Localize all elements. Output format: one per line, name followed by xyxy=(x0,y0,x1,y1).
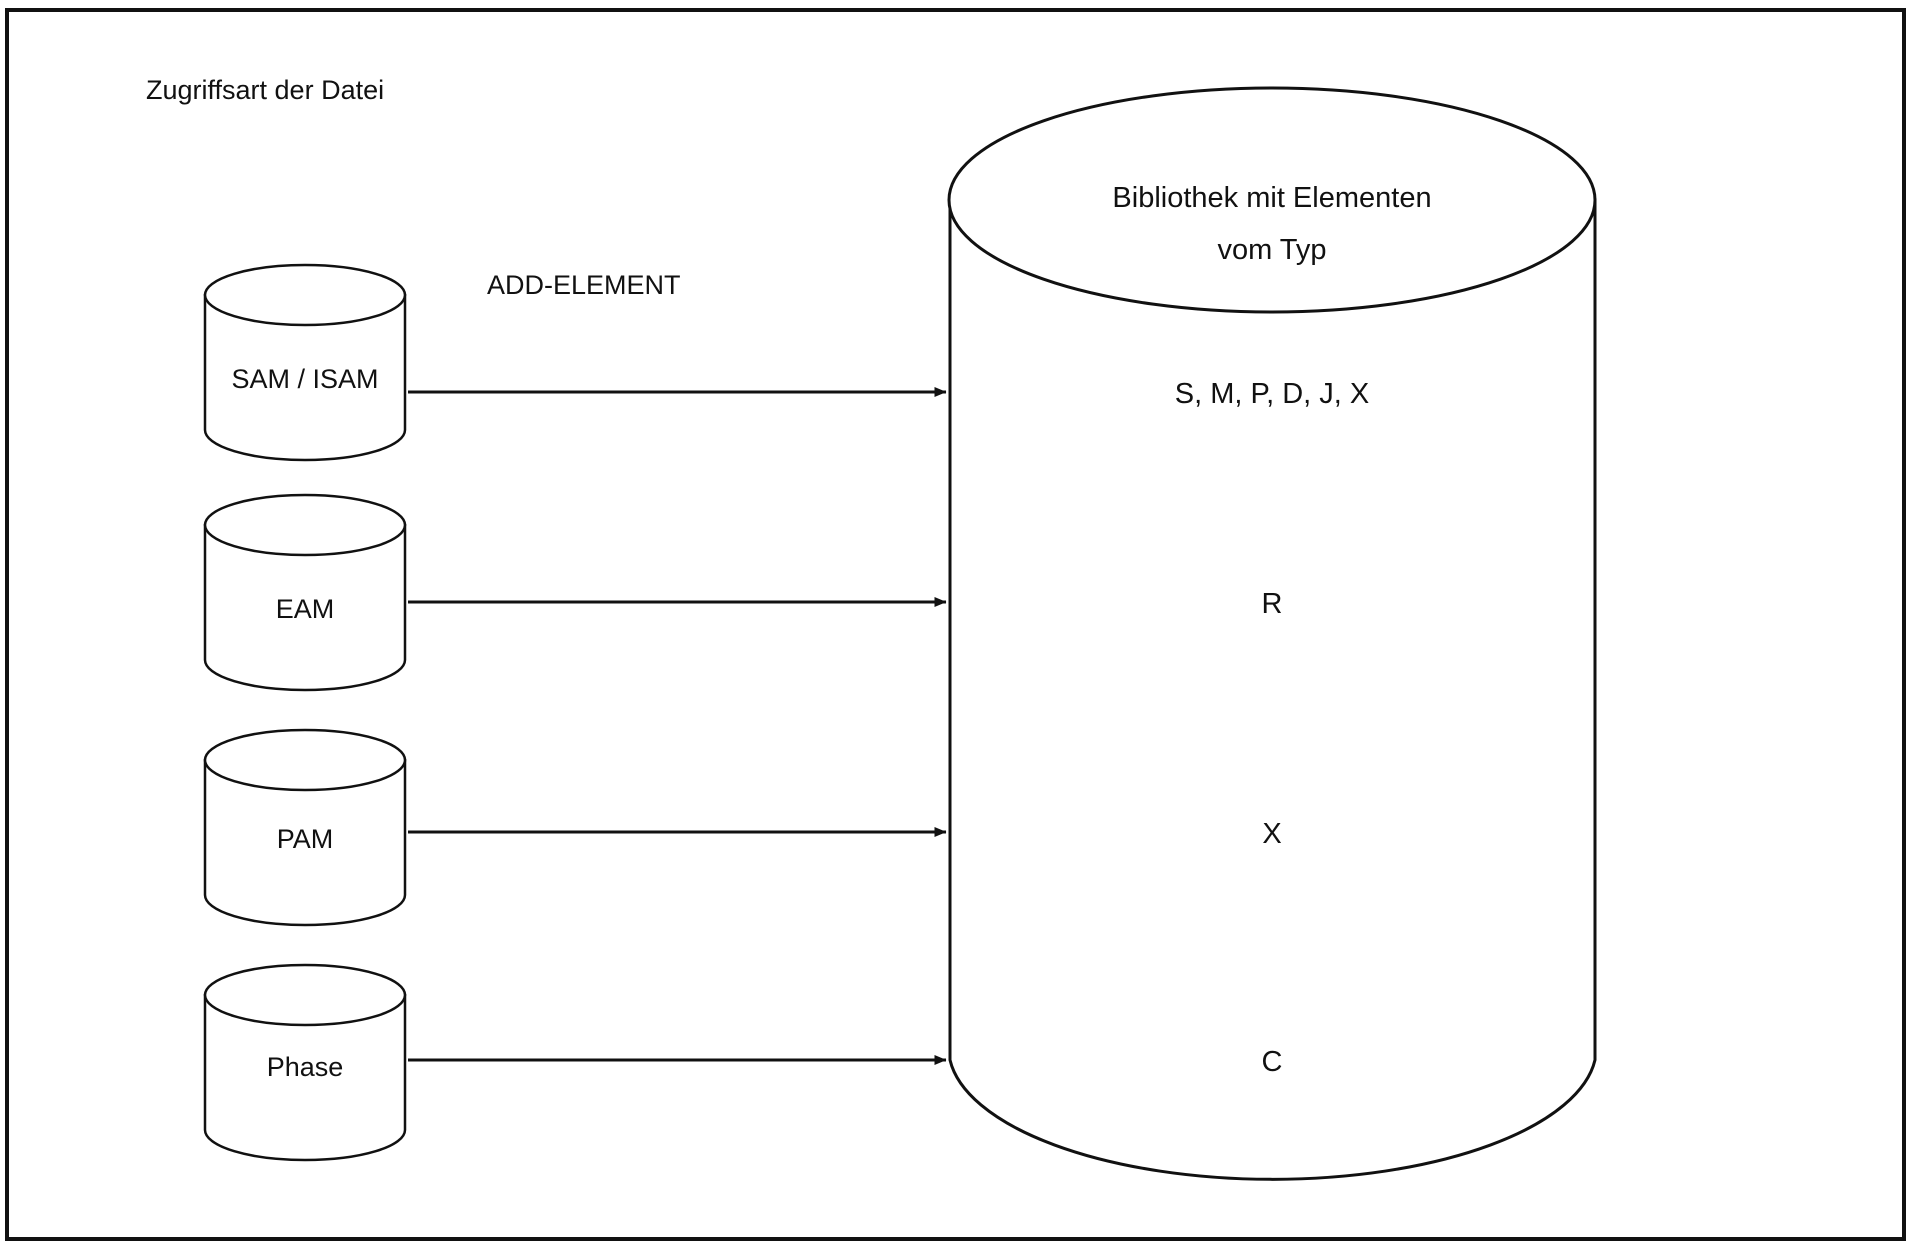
source-label-pam: PAM xyxy=(276,824,334,854)
type-label-group-1: S, M, P, D, J, X xyxy=(1174,378,1370,410)
source-cylinder-eam xyxy=(203,493,407,692)
source-label-phase: Phase xyxy=(266,1052,344,1082)
type-label-c: C xyxy=(1261,1046,1283,1078)
type-label-r: R xyxy=(1261,588,1283,620)
operation-label: ADD-ELEMENT xyxy=(487,270,681,300)
source-cylinder-phase xyxy=(203,963,407,1162)
target-cylinder-library xyxy=(947,86,1597,1181)
type-label-x: X xyxy=(1262,818,1282,850)
source-label-sam-isam: SAM / ISAM xyxy=(231,364,379,394)
source-cylinder-pam xyxy=(203,728,407,927)
source-label-eam: EAM xyxy=(275,594,335,624)
diagram-title: Zugriffsart der Datei xyxy=(146,75,385,105)
target-heading-line-2: vom Typ xyxy=(1217,234,1327,266)
target-heading-line-1: Bibliothek mit Elementen xyxy=(1112,182,1432,214)
source-cylinder-sam-isam xyxy=(203,263,407,462)
